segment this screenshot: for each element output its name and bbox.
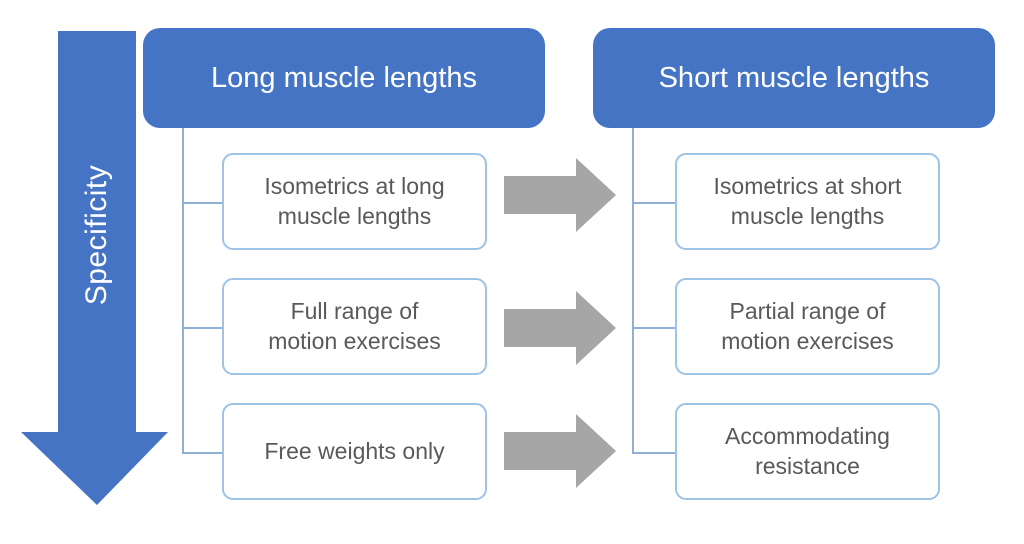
item-free-weights: Free weights only <box>222 403 487 500</box>
flow-right-arrow-icon-3 <box>504 414 616 488</box>
item-label: Free weights only <box>264 437 445 464</box>
flow-right-arrow-icon-2 <box>504 291 616 365</box>
connector-left-branch-2 <box>182 327 222 329</box>
connector-right-branch-1 <box>632 202 675 204</box>
item-accommodating-resistance: Accommodating resistance <box>675 403 940 500</box>
item-label: Isometrics at short muscle lengths <box>713 172 902 229</box>
item-full-range: Full range of motion exercises <box>222 278 487 375</box>
item-isometrics-long: Isometrics at long muscle lengths <box>222 153 487 250</box>
item-partial-range: Partial range of motion exercises <box>675 278 940 375</box>
specificity-axis-label: Specificity <box>80 164 113 306</box>
connector-right-vertical <box>632 128 634 453</box>
flow-right-arrow-icon-1 <box>504 158 616 232</box>
connector-right-branch-2 <box>632 327 675 329</box>
item-label: Isometrics at long muscle lengths <box>264 172 445 229</box>
item-label: Full range of motion exercises <box>268 297 441 354</box>
connector-left-vertical <box>182 128 184 453</box>
connector-left-branch-1 <box>182 202 222 204</box>
header-label: Long muscle lengths <box>211 61 477 94</box>
header-long-muscle-lengths: Long muscle lengths <box>143 28 545 128</box>
item-isometrics-short: Isometrics at short muscle lengths <box>675 153 940 250</box>
connector-right-branch-3 <box>632 452 675 454</box>
specificity-down-arrow-icon <box>21 31 168 505</box>
header-label: Short muscle lengths <box>658 61 930 94</box>
header-short-muscle-lengths: Short muscle lengths <box>593 28 995 128</box>
item-label: Partial range of motion exercises <box>721 297 894 354</box>
connector-left-branch-3 <box>182 452 222 454</box>
item-label: Accommodating resistance <box>725 422 890 479</box>
